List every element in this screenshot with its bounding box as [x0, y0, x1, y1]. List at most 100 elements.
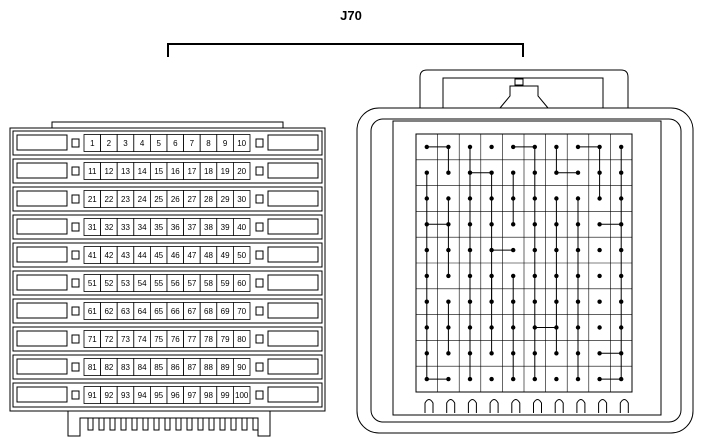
- terminal-dot: [467, 247, 473, 253]
- terminal-dot: [575, 247, 581, 253]
- row-key-right: [255, 166, 264, 176]
- pin-number: 99: [221, 391, 230, 400]
- pin-number: 76: [171, 335, 180, 344]
- tooth: [120, 417, 127, 431]
- pin-number: 97: [187, 391, 196, 400]
- row-latch-right: [267, 218, 319, 235]
- terminal-dot: [575, 376, 581, 382]
- row-latch-left: [16, 274, 68, 291]
- terminal-dot: [532, 325, 537, 330]
- pin-number: 9: [223, 139, 228, 148]
- grid-lines: [416, 134, 632, 392]
- row-latch-right: [267, 274, 319, 291]
- pin-number: 75: [154, 335, 163, 344]
- pin-number: 96: [171, 391, 180, 400]
- pin-number: 84: [138, 363, 147, 372]
- pin-number: 56: [171, 279, 180, 288]
- terminal-dot: [554, 351, 559, 356]
- slot: [576, 399, 586, 413]
- pin-number: 37: [187, 223, 196, 232]
- pin-number: 73: [121, 335, 130, 344]
- tooth: [219, 417, 226, 431]
- pin-number: 54: [138, 279, 147, 288]
- terminal-dot: [446, 222, 451, 227]
- terminal-dot: [597, 351, 602, 356]
- row-key-left: [71, 390, 80, 400]
- pin-number: 66: [171, 307, 180, 316]
- pin-number: 35: [154, 223, 163, 232]
- pin-number: 98: [204, 391, 213, 400]
- terminal-dot: [597, 299, 602, 304]
- terminal-dot: [467, 196, 473, 201]
- pin-number: 100: [235, 391, 249, 400]
- terminal-dot: [619, 247, 624, 253]
- row-latch-right: [267, 162, 319, 179]
- pin-number: 51: [88, 279, 97, 288]
- terminal-dot: [597, 222, 602, 227]
- terminal-dot: [619, 299, 624, 304]
- connector-terminal-view: [356, 69, 694, 434]
- slot: [533, 399, 542, 413]
- connector-title: J70: [340, 8, 362, 23]
- slot: [598, 399, 608, 413]
- latch-key: [514, 78, 524, 86]
- terminal-dot: [511, 222, 516, 227]
- row-latch-right: [267, 358, 319, 375]
- pin-cell: [232, 218, 251, 236]
- pin-number: 3: [123, 139, 128, 148]
- row-key-left: [71, 138, 80, 148]
- pin-number: 1: [90, 139, 95, 148]
- pin-number: 71: [88, 335, 97, 344]
- pin-number: 16: [171, 167, 180, 176]
- pin-number: 11: [88, 167, 97, 176]
- terminal-dot: [511, 196, 516, 201]
- terminal-dot: [554, 247, 559, 253]
- tooth: [142, 417, 149, 431]
- pin-number: 94: [138, 391, 147, 400]
- terminal-dot: [575, 273, 581, 279]
- terminal-dot: [511, 299, 516, 304]
- pin-number: 34: [138, 223, 147, 232]
- pin-number: 25: [154, 195, 163, 204]
- row-key-right: [255, 194, 264, 204]
- pin-number: 15: [154, 167, 163, 176]
- terminal-dot: [424, 222, 429, 227]
- row-key-left: [71, 334, 80, 344]
- terminal-dot: [467, 376, 473, 382]
- row-latch-left: [16, 134, 68, 151]
- terminal-dot: [532, 170, 537, 175]
- pin-number: 50: [237, 251, 246, 260]
- tooth: [230, 417, 237, 431]
- terminal-dot: [619, 376, 624, 382]
- row-latch-right: [267, 302, 319, 319]
- tooth: [131, 417, 138, 431]
- tooth: [109, 417, 116, 431]
- terminal-dot: [467, 273, 473, 279]
- terminal-dot: [597, 325, 602, 330]
- pin-number: 77: [187, 335, 196, 344]
- pin-number: 39: [221, 223, 230, 232]
- terminal-dot: [575, 299, 581, 304]
- pin-number: 21: [88, 195, 97, 204]
- tooth: [241, 417, 248, 431]
- pin-number: 20: [237, 167, 246, 176]
- terminal-dot: [511, 325, 516, 330]
- pin-number: 62: [104, 307, 113, 316]
- pin-number: 26: [171, 195, 180, 204]
- row-key-left: [71, 194, 80, 204]
- pin-number: 93: [121, 391, 130, 400]
- terminal-dot: [575, 144, 581, 150]
- pin-number: 17: [187, 167, 196, 176]
- terminal-dot: [489, 273, 494, 279]
- terminal-dot: [554, 273, 559, 279]
- pin-number: 68: [204, 307, 213, 316]
- terminal-dot: [489, 170, 494, 175]
- pin-number: 33: [121, 223, 130, 232]
- terminal-dot: [554, 376, 559, 382]
- latch-inner: [442, 77, 604, 108]
